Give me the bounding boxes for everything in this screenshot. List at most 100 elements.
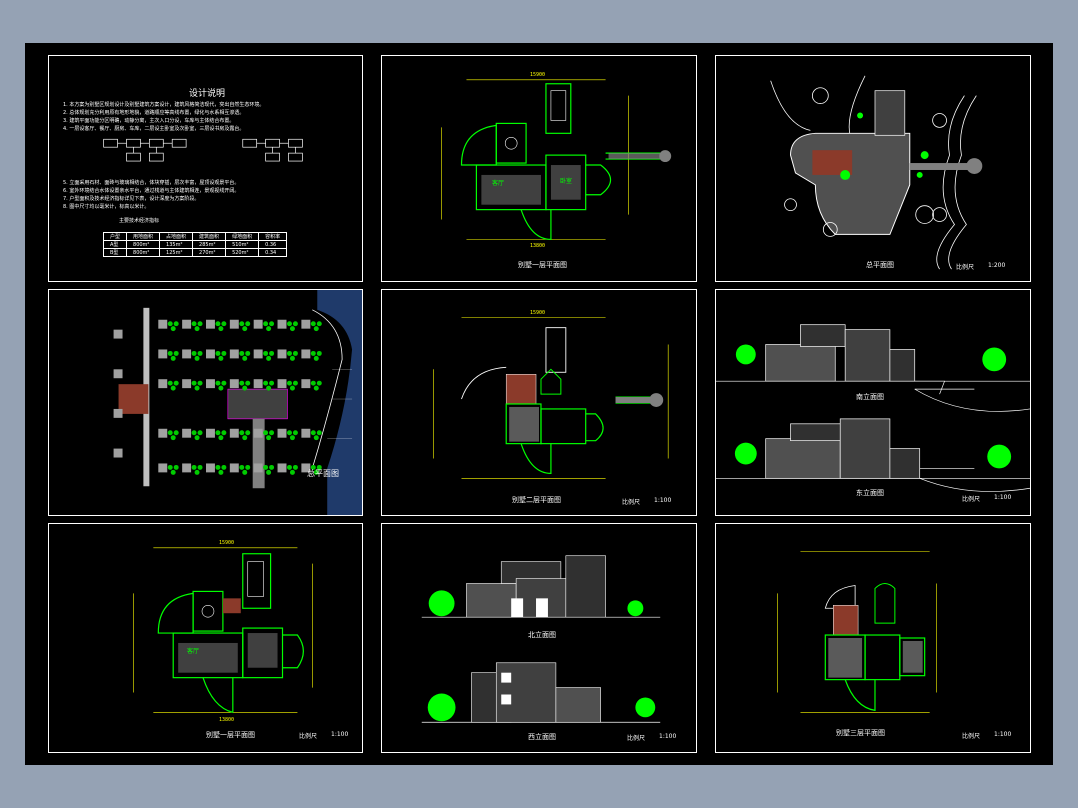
scale-label: 比例尺 <box>962 733 981 740</box>
tree <box>242 435 248 441</box>
note-line: 2. 总体规划充分利用原有地形地貌，道路顺应等高线布置，绿化与水系相互渗透。 <box>63 110 245 116</box>
villa-lot <box>158 463 168 473</box>
tree <box>286 321 292 327</box>
tree <box>191 380 197 386</box>
drawing-caption: 别墅三层平面图 <box>836 729 885 737</box>
tree <box>286 464 292 470</box>
master-plan-panel: 总平面图 <box>48 289 363 516</box>
tree <box>289 385 295 391</box>
tree <box>245 464 251 470</box>
master-plan <box>113 290 362 515</box>
table-cell: 125m² <box>159 248 194 257</box>
scale-label: 比例尺 <box>962 496 981 503</box>
tree <box>263 321 269 327</box>
tree <box>218 435 224 441</box>
tree <box>269 350 275 356</box>
villa-lot <box>301 349 311 359</box>
villa-lot <box>301 428 311 438</box>
second-floor-plan <box>433 317 669 479</box>
table-cell: 绿地面积 <box>225 232 260 241</box>
notes-title: 设计说明 <box>189 89 226 99</box>
tree <box>215 430 221 436</box>
tree <box>197 464 203 470</box>
drawing-sheet: 设计说明 1. 本方案为别墅区规划设计及别墅建筑方案设计，建筑风格简洁现代，突出… <box>25 43 1053 765</box>
tree <box>239 321 245 327</box>
tree <box>266 385 272 391</box>
tree <box>173 464 179 470</box>
elevation-caption: 东立面图 <box>856 489 884 497</box>
villa-lot <box>113 408 123 418</box>
tree <box>221 464 227 470</box>
table-cell: 0.36 <box>258 240 288 249</box>
villa-lot <box>113 329 123 339</box>
table-cell: 270m² <box>192 248 227 257</box>
note-line: 1. 本方案为别墅区规划设计及别墅建筑方案设计，建筑风格简洁现代，突出自然生态环… <box>63 102 265 108</box>
tree <box>292 350 298 356</box>
tree <box>292 321 298 327</box>
tree <box>313 435 319 441</box>
scale-ratio: 1:100 <box>654 497 672 504</box>
tree <box>221 350 227 356</box>
scale-label: 比例尺 <box>627 735 646 742</box>
tree <box>310 430 316 436</box>
tree <box>173 321 179 327</box>
tree <box>191 430 197 436</box>
villa-lot <box>182 379 192 389</box>
table-cell: B型 <box>102 248 128 257</box>
tree <box>239 464 245 470</box>
tree <box>269 321 275 327</box>
design-notes-panel: 设计说明 1. 本方案为别墅区规划设计及别墅建筑方案设计，建筑风格简洁现代，突出… <box>48 55 363 282</box>
tree <box>310 321 316 327</box>
villa-lot <box>301 319 311 329</box>
villa-lot <box>205 463 215 473</box>
villa-lot <box>277 349 287 359</box>
table-cell: 520m² <box>225 248 260 257</box>
tree <box>170 385 176 391</box>
table-cell: A型 <box>102 240 128 249</box>
table-cell: 800m² <box>126 240 161 249</box>
villa-lot <box>229 463 239 473</box>
dimension-top: 15900 <box>530 72 546 78</box>
elevation-caption: 北立面图 <box>528 631 556 639</box>
villa-lot <box>301 463 311 473</box>
tree <box>292 380 298 386</box>
scale-ratio: 1:100 <box>994 494 1012 501</box>
tree <box>167 321 173 327</box>
villa-lot <box>182 319 192 329</box>
villa-lot <box>205 319 215 329</box>
ground-floor-plan <box>441 79 672 240</box>
tree <box>242 469 248 475</box>
dimension-bottom: 13800 <box>530 243 546 249</box>
table-cell: 510m² <box>225 240 260 249</box>
note-line: 5. 立面采用石材、面砖与玻璃相结合，体块穿插，层次丰富，屋顶设观景平台。 <box>63 180 240 186</box>
villa-lot <box>253 463 263 473</box>
table-cell: 户型 <box>102 232 128 241</box>
note-line: 7. 户型面积及技术经济指标详见下表，设计深度为方案阶段。 <box>63 196 200 202</box>
site-plan-panel: 总平面图 比例尺 1:200 <box>715 55 1031 282</box>
note-line: 3. 建筑平面功能分区明确，动静分离，主次入口分设，车库与主体结合布置。 <box>63 118 235 124</box>
villa-lot <box>158 319 168 329</box>
tree <box>167 464 173 470</box>
scale-label: 比例尺 <box>956 264 975 271</box>
dimension-top: 15900 <box>530 310 546 316</box>
table-row: B型 800m² 125m² 270m² 520m² 0.34 <box>102 248 288 257</box>
dimension-top: 15900 <box>219 540 235 546</box>
villa-lot <box>182 428 192 438</box>
tree <box>242 385 248 391</box>
platform-circle <box>659 150 672 163</box>
tree <box>194 385 200 391</box>
note-line: 6. 室外环境结合水体设置亲水平台，通过栈道与主体建筑相连，景观视线开阔。 <box>63 188 240 194</box>
tree <box>316 350 322 356</box>
tree <box>218 385 224 391</box>
tree <box>269 464 275 470</box>
tree <box>310 464 316 470</box>
tree <box>221 380 227 386</box>
scale-label: 比例尺 <box>622 499 641 506</box>
tree <box>266 469 272 475</box>
villa-lot <box>277 379 287 389</box>
villa-lot <box>253 319 263 329</box>
villa-lot <box>229 319 239 329</box>
tree <box>167 430 173 436</box>
room-label: 卧室 <box>560 178 573 185</box>
tree <box>215 380 221 386</box>
